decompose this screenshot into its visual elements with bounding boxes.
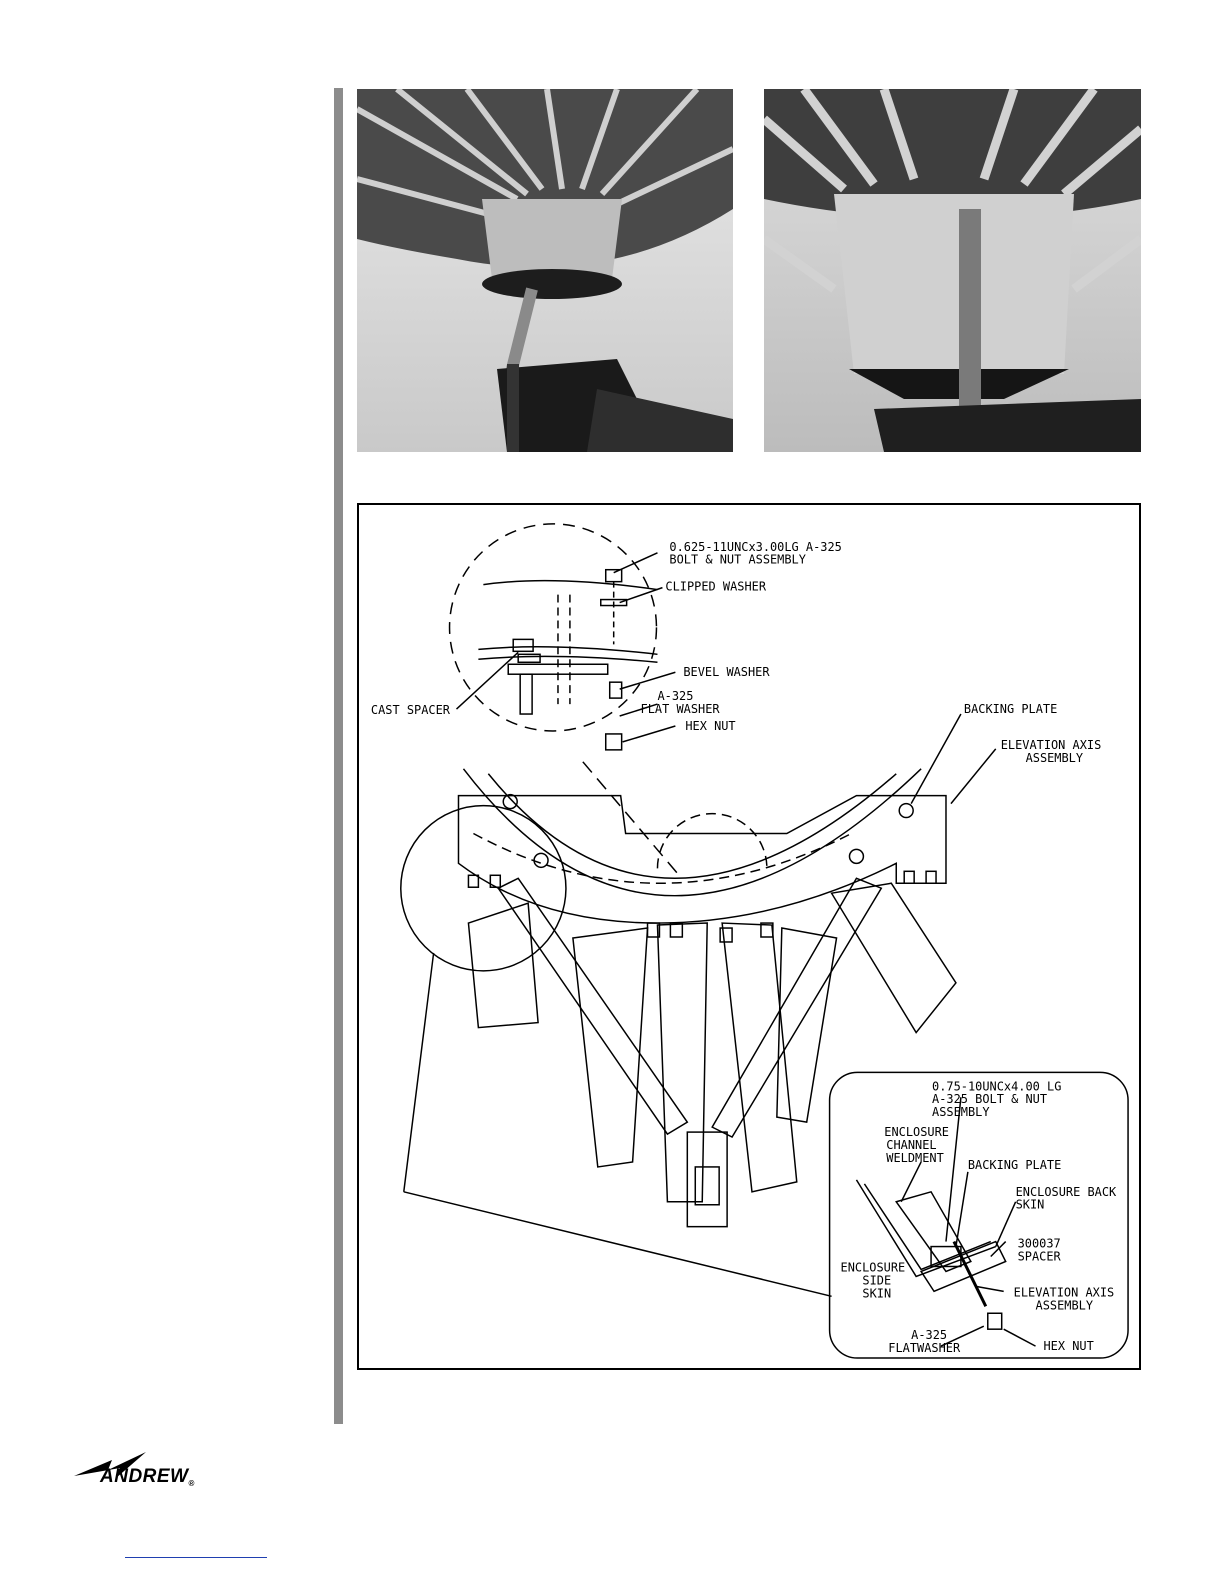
inset-side-skin-line3: SKIN: [862, 1286, 891, 1300]
inset-bolt-line1: 0.75-10UNCx4.00 LG: [932, 1079, 1061, 1093]
callout-elevation-line1: ELEVATION AXIS: [1001, 738, 1102, 752]
inset-back-skin-line1: ENCLOSURE BACK: [1016, 1185, 1117, 1199]
callout-a325-line2: FLAT WASHER: [641, 702, 721, 716]
inset-channel-line1: ENCLOSURE: [884, 1125, 949, 1139]
inset-side-skin-line2: SIDE: [862, 1273, 891, 1287]
brand-registered-mark: ®: [188, 1479, 195, 1488]
inset-hex-nut: HEX NUT: [1043, 1339, 1093, 1353]
andrew-logo-text: ANDREW®: [100, 1466, 195, 1488]
inset-spacer-line1: 300037: [1018, 1237, 1061, 1251]
inset-flatwasher-line2: FLATWASHER: [888, 1341, 961, 1355]
technical-drawing: 0.625-11UNCx3.00LG A-325 BOLT & NUT ASSE…: [357, 503, 1141, 1370]
brand-name: ANDREW: [100, 1466, 189, 1487]
callout-bevel-washer: BEVEL WASHER: [683, 665, 770, 679]
inset-backing-plate: BACKING PLATE: [968, 1158, 1061, 1172]
photo-reflector-hub-left: [357, 89, 733, 452]
inset-bolt-line3: ASSEMBLY: [932, 1105, 989, 1119]
callout-bolt-line1: 0.625-11UNCx3.00LG A-325: [669, 540, 841, 554]
callout-a325-line1: A-325: [657, 689, 693, 703]
callout-cast-spacer: CAST SPACER: [371, 703, 451, 717]
callout-bolt-line2: BOLT & NUT ASSEMBLY: [669, 553, 806, 567]
callout-backing-plate: BACKING PLATE: [964, 702, 1057, 716]
side-bar: [334, 88, 343, 1424]
inset-channel-line2: CHANNEL: [886, 1138, 936, 1152]
andrew-logo-bolt-icon: [74, 1452, 146, 1478]
inset-back-skin-line2: SKIN: [1016, 1198, 1045, 1212]
inset-bolt-line2: A-325 BOLT & NUT: [932, 1092, 1047, 1106]
footer-rule: [125, 1557, 267, 1558]
photo-reflector-hub-right: [764, 89, 1141, 452]
inset-channel-line3: WELDMENT: [886, 1151, 943, 1165]
callout-clipped-washer: CLIPPED WASHER: [665, 580, 766, 594]
inset-flatwasher-line1: A-325: [911, 1328, 947, 1342]
inset-spacer-line2: SPACER: [1018, 1249, 1062, 1263]
inset-side-skin-line1: ENCLOSURE: [841, 1260, 906, 1274]
inset-elevation-line1: ELEVATION AXIS: [1014, 1285, 1115, 1299]
callout-hex-nut: HEX NUT: [685, 719, 735, 733]
inset-elevation-line2: ASSEMBLY: [1036, 1298, 1093, 1312]
callout-elevation-line2: ASSEMBLY: [1026, 751, 1083, 765]
